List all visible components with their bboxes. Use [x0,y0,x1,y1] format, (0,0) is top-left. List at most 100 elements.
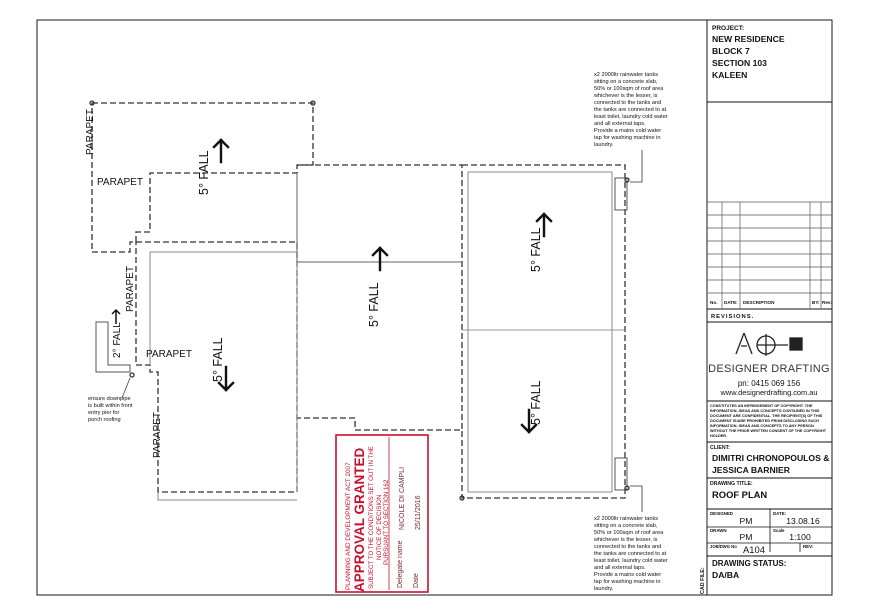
note-line: 50% or 100sqm of roof area [594,86,664,92]
fall-arrow-down-right [520,408,538,434]
downpipe [310,100,316,106]
approval-stamp: PLANNING AND DEVELOPMENT ACT 2007 APPROV… [335,434,429,593]
note-line: and all external taps. [594,565,646,571]
stamp-delegate-label: Delegate name [397,540,404,588]
downpipe [129,372,135,378]
note-line: porch roofing [88,417,121,423]
fall-labels: 5° FALL 5° FALL 5° FALL 5° FALL 5° FALL [197,150,543,425]
parapet-label: PARAPET [97,177,143,188]
revision-header: DATE: [724,300,738,305]
project-line: KALEEN [712,70,747,80]
note-line: laundry. [594,142,614,148]
stamp-act-line: PLANNING AND DEVELOPMENT ACT 2007 [345,462,352,590]
designed-label: DESIGNED [710,511,733,516]
title-block: PROJECT: NEW RESIDENCE BLOCK 7 SECTION 1… [700,25,832,594]
revision-grid [707,201,832,310]
job-value: A104 [743,544,765,555]
roof-outline-right [461,164,626,499]
copyright-line: INFORMATION, IDEAS AND CONCEPTS CONTAINE… [710,409,820,413]
copyright-line: DOCUMENT IS/ARE PROHIBITED FROM DISCLOSI… [710,419,819,423]
parapet-label: PARAPET [85,109,96,155]
company-phone: pn: 0415 069 156 [738,379,801,388]
stamp-delegate-name: NICOLE DI CAMPLI [399,467,406,530]
drawing-border [36,19,833,596]
note-line: ensure downpipe [88,396,131,402]
note-line: least toilet, laundry cold water [594,114,668,120]
note-line: connected to the tanks and [594,100,661,106]
stamp-conditions: PURSUANT TO SECTION 162 [383,479,390,565]
stamp-conditions: SUBJECT TO THE CONDITIONS SET OUT IN THE [368,446,375,589]
revision-header: BY: [812,300,820,305]
fall-arrow-up-left [212,138,230,164]
copyright-line: INFORMATION, IDEAS AND CONCEPTS TO ANY P… [710,424,814,428]
copyright-line: DOCUMENT ARE CONFIDENTIAL. THE RECIPIENT… [710,414,823,418]
drawn-value: PM [740,532,753,542]
stamp-date-value: 25/11/2016 [415,495,422,530]
note-line: whichever is the lesser, is [593,537,658,543]
parapet-label: PARAPET [125,266,136,312]
porch-outline [95,321,131,373]
note-line: 50% or 100sqm of roof area [594,530,664,536]
fall-label: 5° FALL [367,282,381,327]
note-line: tap for washing machine in [594,135,661,141]
drawing-title-label: DRAWING TITLE: [710,481,753,487]
note-line: whichever is the lesser, is [593,93,658,99]
fall-arrows [212,138,553,434]
plan-labels: PARAPET PARAPET PARAPET PARAPET PARAPET [85,109,192,458]
note-line: sitting on a concrete slab, [594,523,658,529]
date-value: 13.08.16 [786,516,820,526]
rev-label: REV: [803,544,814,549]
rainwater-tank-bottom [614,457,628,491]
downpipe [624,177,630,183]
client-label: CLIENT: [710,445,730,451]
fall-label: 5° FALL [529,227,543,272]
revisions-label: REVISIONS. [711,314,754,320]
cube-icon [789,337,803,351]
status-value: DA/BA [712,570,739,580]
fall-arrow-up-right [535,212,553,238]
tank-note-bottom: x2 2000ltr rainwater tanks sitting on a … [593,516,668,592]
copyright-line: HOLDER. [710,434,727,438]
fall-arrow-up-center [371,246,389,272]
downpipe [624,485,630,491]
scale-label: Scale [773,528,785,533]
scale-value: 1:100 [789,532,811,542]
rainwater-tank-top [614,177,628,211]
copyright-line: WITHOUT THE PRIOR WRITTEN CONSENT OF THE… [710,429,827,433]
fall-arrow-down-left [217,365,235,392]
roof-outline-center [297,164,463,431]
stamp-approval: APPROVAL GRANTED [352,447,367,592]
parapet-label: PARAPET [152,412,163,458]
revision-header: DESCRIPTION [743,300,775,305]
note-line: the tanks are connected to at [594,107,667,113]
note-line: is built within front [88,403,133,409]
note-line: entry pier for [88,410,120,416]
note-line: connected to the tanks and [594,544,661,550]
note-line: the tanks are connected to at [594,551,667,557]
downpipe-note-leader [121,377,131,399]
client-line: JESSICA BARNIER [712,465,791,475]
note-leader-bottom [630,485,643,512]
tank-note-top: x2 2000ltr rainwater tanks sitting on a … [593,72,668,148]
drawn-label: DRAWN [710,528,727,533]
note-line: and all external taps. [594,121,646,127]
note-line: least toilet, laundry cold water [594,558,668,564]
project-line: BLOCK 7 [712,46,750,56]
stamp-date-label: Date [413,573,420,588]
status-label: DRAWING STATUS: [712,559,786,568]
client-line: DIMITRI CHRONOPOULOS & [712,453,829,463]
copyright-line: CONSTITUTES AN INFRINGEMENT OF COPYRIGHT… [710,404,813,408]
note-leader-top [630,150,643,183]
company-website: www.designerdrafting.com.au [720,388,818,397]
project-line: NEW RESIDENCE [712,34,785,44]
building-outline [149,251,298,501]
designer-drafting-logo [735,332,803,356]
project-line: SECTION 103 [712,58,767,68]
company-name: DESIGNER DRAFTING [708,363,830,375]
fall-label: 5° FALL [197,150,211,195]
cad-file-label: CAD FILE: [700,567,706,594]
note-line: laundry. [594,586,614,592]
date-label: DATE: [773,511,787,516]
revision-header: No. [710,300,717,305]
